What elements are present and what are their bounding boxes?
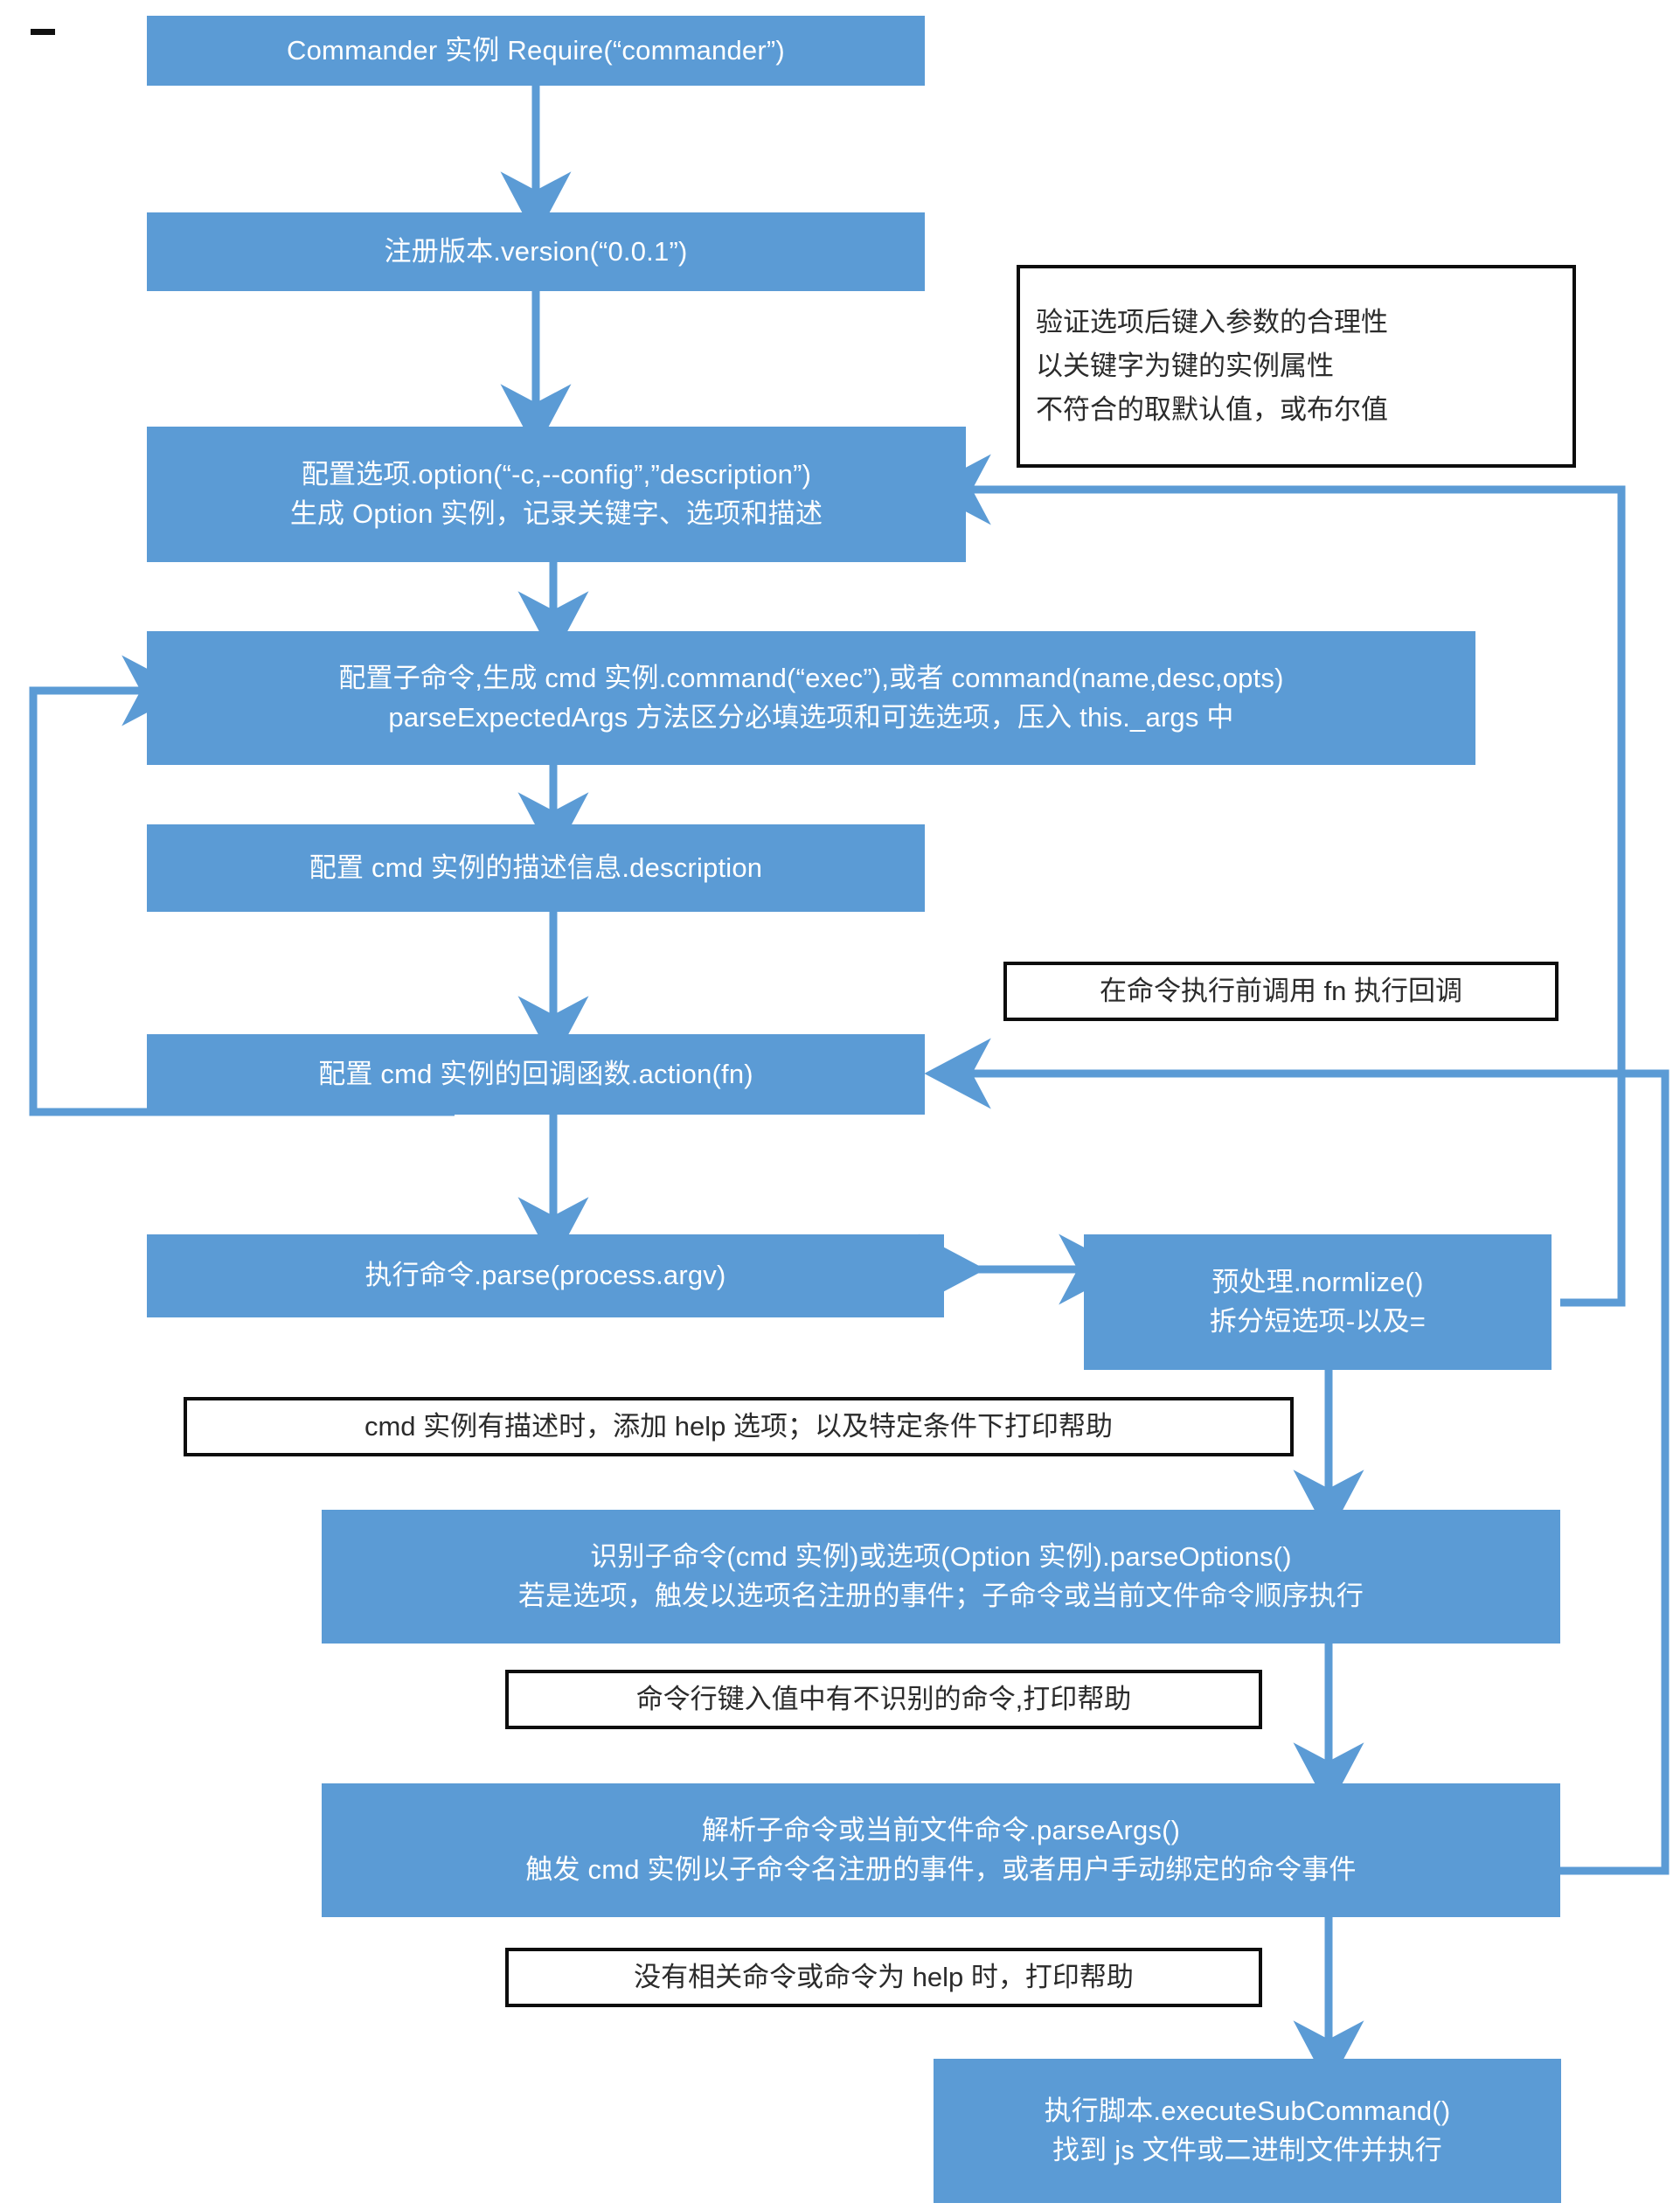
node-parse-options-line-2: 若是选项，触发以选项名注册的事件；子命令或当前文件命令顺序执行 (517, 1580, 1364, 1611)
node-option-line-2: 生成 Option 实例，记录关键字、选项和描述 (289, 497, 823, 529)
note-validate-options-line-3: 不符合的取默认值，或布尔值 (1036, 394, 1388, 426)
note-help-option-line-1: cmd 实例有描述时，添加 help 选项；以及特定条件下打印帮助 (364, 1410, 1113, 1442)
node-parse[interactable]: 执行命令.parse(process.argv) (147, 1234, 944, 1317)
node-description[interactable]: 配置 cmd 实例的描述信息.description (147, 824, 925, 912)
bullet-dash-marker (31, 29, 55, 35)
node-parse-options[interactable]: 识别子命令(cmd 实例)或选项(Option 实例).parseOptions… (322, 1510, 1560, 1644)
node-normlize-line-2: 拆分短选项-以及= (1209, 1305, 1427, 1337)
edge-parse-args-feedback-to-action (924, 1038, 1670, 1875)
node-option[interactable]: 配置选项.option(“-c,--config”,”description”)… (147, 427, 966, 562)
note-no-command: 没有相关命令或命令为 help 时，打印帮助 (505, 1948, 1262, 2007)
node-action-line-1: 配置 cmd 实例的回调函数.action(fn) (318, 1058, 753, 1089)
note-callback-line-1: 在命令执行前调用 fn 执行回调 (1099, 975, 1463, 1006)
node-parse-options-line-1: 识别子命令(cmd 实例)或选项(Option 实例).parseOptions… (590, 1541, 1292, 1573)
node-command[interactable]: 配置子命令,生成 cmd 实例.command(“exec”),或者 comma… (147, 631, 1475, 765)
node-execute-sub-command[interactable]: 执行脚本.executeSubCommand() 找到 js 文件或二进制文件并… (934, 2059, 1561, 2203)
node-parse-args-line-2: 触发 cmd 实例以子命令名注册的事件，或者用户手动绑定的命令事件 (525, 1853, 1357, 1885)
note-unknown-command-line-1: 命令行键入值中有不识别的命令,打印帮助 (635, 1683, 1132, 1714)
node-parse-args[interactable]: 解析子命令或当前文件命令.parseArgs() 触发 cmd 实例以子命令名注… (322, 1783, 1560, 1917)
note-help-option: cmd 实例有描述时，添加 help 选项；以及特定条件下打印帮助 (184, 1397, 1294, 1456)
note-validate-options: 验证选项后键入参数的合理性 以关键字为键的实例属性 不符合的取默认值，或布尔值 (1017, 265, 1576, 468)
node-option-line-1: 配置选项.option(“-c,--config”,”description”) (301, 459, 812, 490)
node-execute-sub-command-line-1: 执行脚本.executeSubCommand() (1044, 2095, 1451, 2127)
node-normlize[interactable]: 预处理.normlize() 拆分短选项-以及= (1084, 1234, 1552, 1370)
node-version[interactable]: 注册版本.version(“0.0.1”) (147, 212, 925, 291)
note-unknown-command: 命令行键入值中有不识别的命令,打印帮助 (505, 1670, 1262, 1729)
node-parse-line-1: 执行命令.parse(process.argv) (364, 1260, 726, 1291)
node-parse-args-line-1: 解析子命令或当前文件命令.parseArgs() (701, 1815, 1181, 1846)
note-callback: 在命令执行前调用 fn 执行回调 (1003, 962, 1559, 1021)
node-action[interactable]: 配置 cmd 实例的回调函数.action(fn) (147, 1034, 925, 1115)
node-version-line-1: 注册版本.version(“0.0.1”) (384, 235, 688, 267)
note-no-command-line-1: 没有相关命令或命令为 help 时，打印帮助 (634, 1961, 1134, 1992)
note-validate-options-line-1: 验证选项后键入参数的合理性 (1036, 306, 1388, 337)
node-command-line-1: 配置子命令,生成 cmd 实例.command(“exec”),或者 comma… (338, 663, 1284, 694)
edge-parse-options-feedback-to-option (924, 454, 1626, 1307)
node-require-line-1: Commander 实例 Require(“commander”) (287, 34, 785, 66)
note-validate-options-line-2: 以关键字为键的实例属性 (1036, 350, 1334, 381)
node-command-line-2: parseExpectedArgs 方法区分必填选项和可选选项，压入 this.… (388, 701, 1234, 733)
node-description-line-1: 配置 cmd 实例的描述信息.description (309, 851, 763, 883)
node-require[interactable]: Commander 实例 Require(“commander”) (147, 16, 925, 86)
node-execute-sub-command-line-2: 找到 js 文件或二进制文件并执行 (1052, 2134, 1442, 2165)
node-normlize-line-1: 预处理.normlize() (1211, 1267, 1424, 1298)
